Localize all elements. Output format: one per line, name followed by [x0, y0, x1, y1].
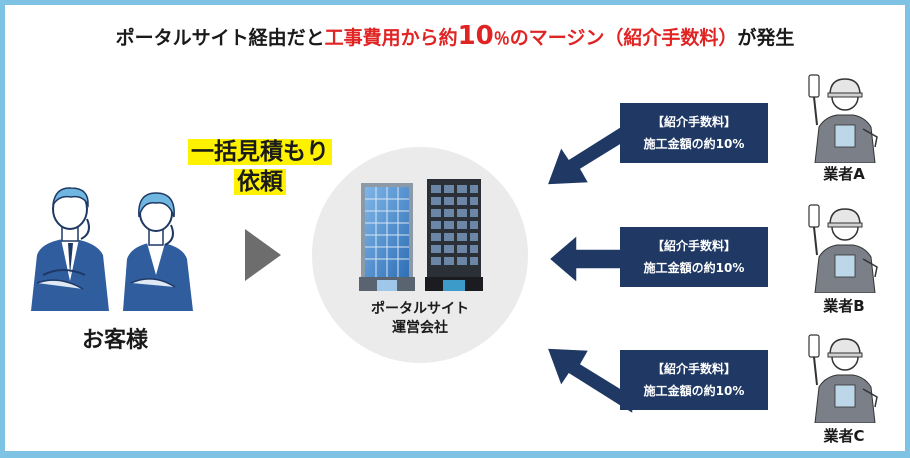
- fee-box-a: 【紹介手数料】 施工金額の約10%: [620, 103, 768, 163]
- customer-label: お客様: [81, 328, 148, 353]
- worker-b-icon: [808, 204, 878, 293]
- portal-circle: [312, 147, 528, 363]
- right-triangle-arrow-icon: [245, 229, 281, 281]
- request-label-line-1: 一括見積もり: [188, 139, 332, 165]
- fee-box-c-title: 【紹介手数料】: [651, 362, 736, 376]
- worker-a-icon: [808, 74, 878, 163]
- title-percent: ％: [493, 29, 510, 48]
- portal-label-line-1: ポータルサイト: [371, 301, 469, 317]
- vendor-a-label: 業者A: [823, 165, 865, 183]
- diagram-frame: ポータルサイト経由だと工事費用から約10％のマージン（紹介手数料）が発生 お客様: [5, 5, 905, 451]
- fee-arrow-a-icon: [545, 117, 634, 186]
- fee-box-c: 【紹介手数料】 施工金額の約10%: [620, 350, 768, 410]
- customers-illustration: [31, 187, 193, 311]
- fee-box-a-title: 【紹介手数料】: [651, 115, 736, 129]
- fee-arrow-c-icon: [545, 347, 634, 416]
- customer-man-icon: [31, 187, 109, 311]
- fee-box-b-title: 【紹介手数料】: [651, 239, 736, 253]
- building-dark-icon: [425, 179, 483, 291]
- title-part-4: が発生: [737, 27, 795, 49]
- fee-box-c-rate: 施工金額の約10%: [643, 384, 745, 398]
- title-part-3: のマージン（紹介手数料）: [509, 27, 738, 49]
- fee-box-b-rate: 施工金額の約10%: [643, 261, 745, 275]
- request-label-line-2: 依頼: [234, 169, 286, 195]
- title-number: 10: [457, 21, 494, 51]
- page-title: ポータルサイト経由だと工事費用から約10％のマージン（紹介手数料）が発生: [5, 21, 905, 51]
- worker-c-icon: [808, 334, 878, 423]
- portal-label-line-2: 運営会社: [392, 320, 448, 336]
- portal-label: ポータルサイト 運営会社: [345, 300, 495, 338]
- building-blue-icon: [359, 183, 415, 291]
- title-part-2: 工事費用から約: [324, 27, 458, 49]
- fee-box-b: 【紹介手数料】 施工金額の約10%: [620, 227, 768, 287]
- fee-box-a-rate: 施工金額の約10%: [643, 137, 745, 151]
- buildings-icon: [359, 179, 483, 291]
- title-part-1: ポータルサイト経由だと: [115, 27, 325, 49]
- request-label: 一括見積もり 依頼: [182, 137, 338, 197]
- customer-woman-icon: [123, 192, 193, 311]
- vendor-c-label: 業者C: [823, 427, 865, 445]
- vendor-b-label: 業者B: [823, 297, 865, 315]
